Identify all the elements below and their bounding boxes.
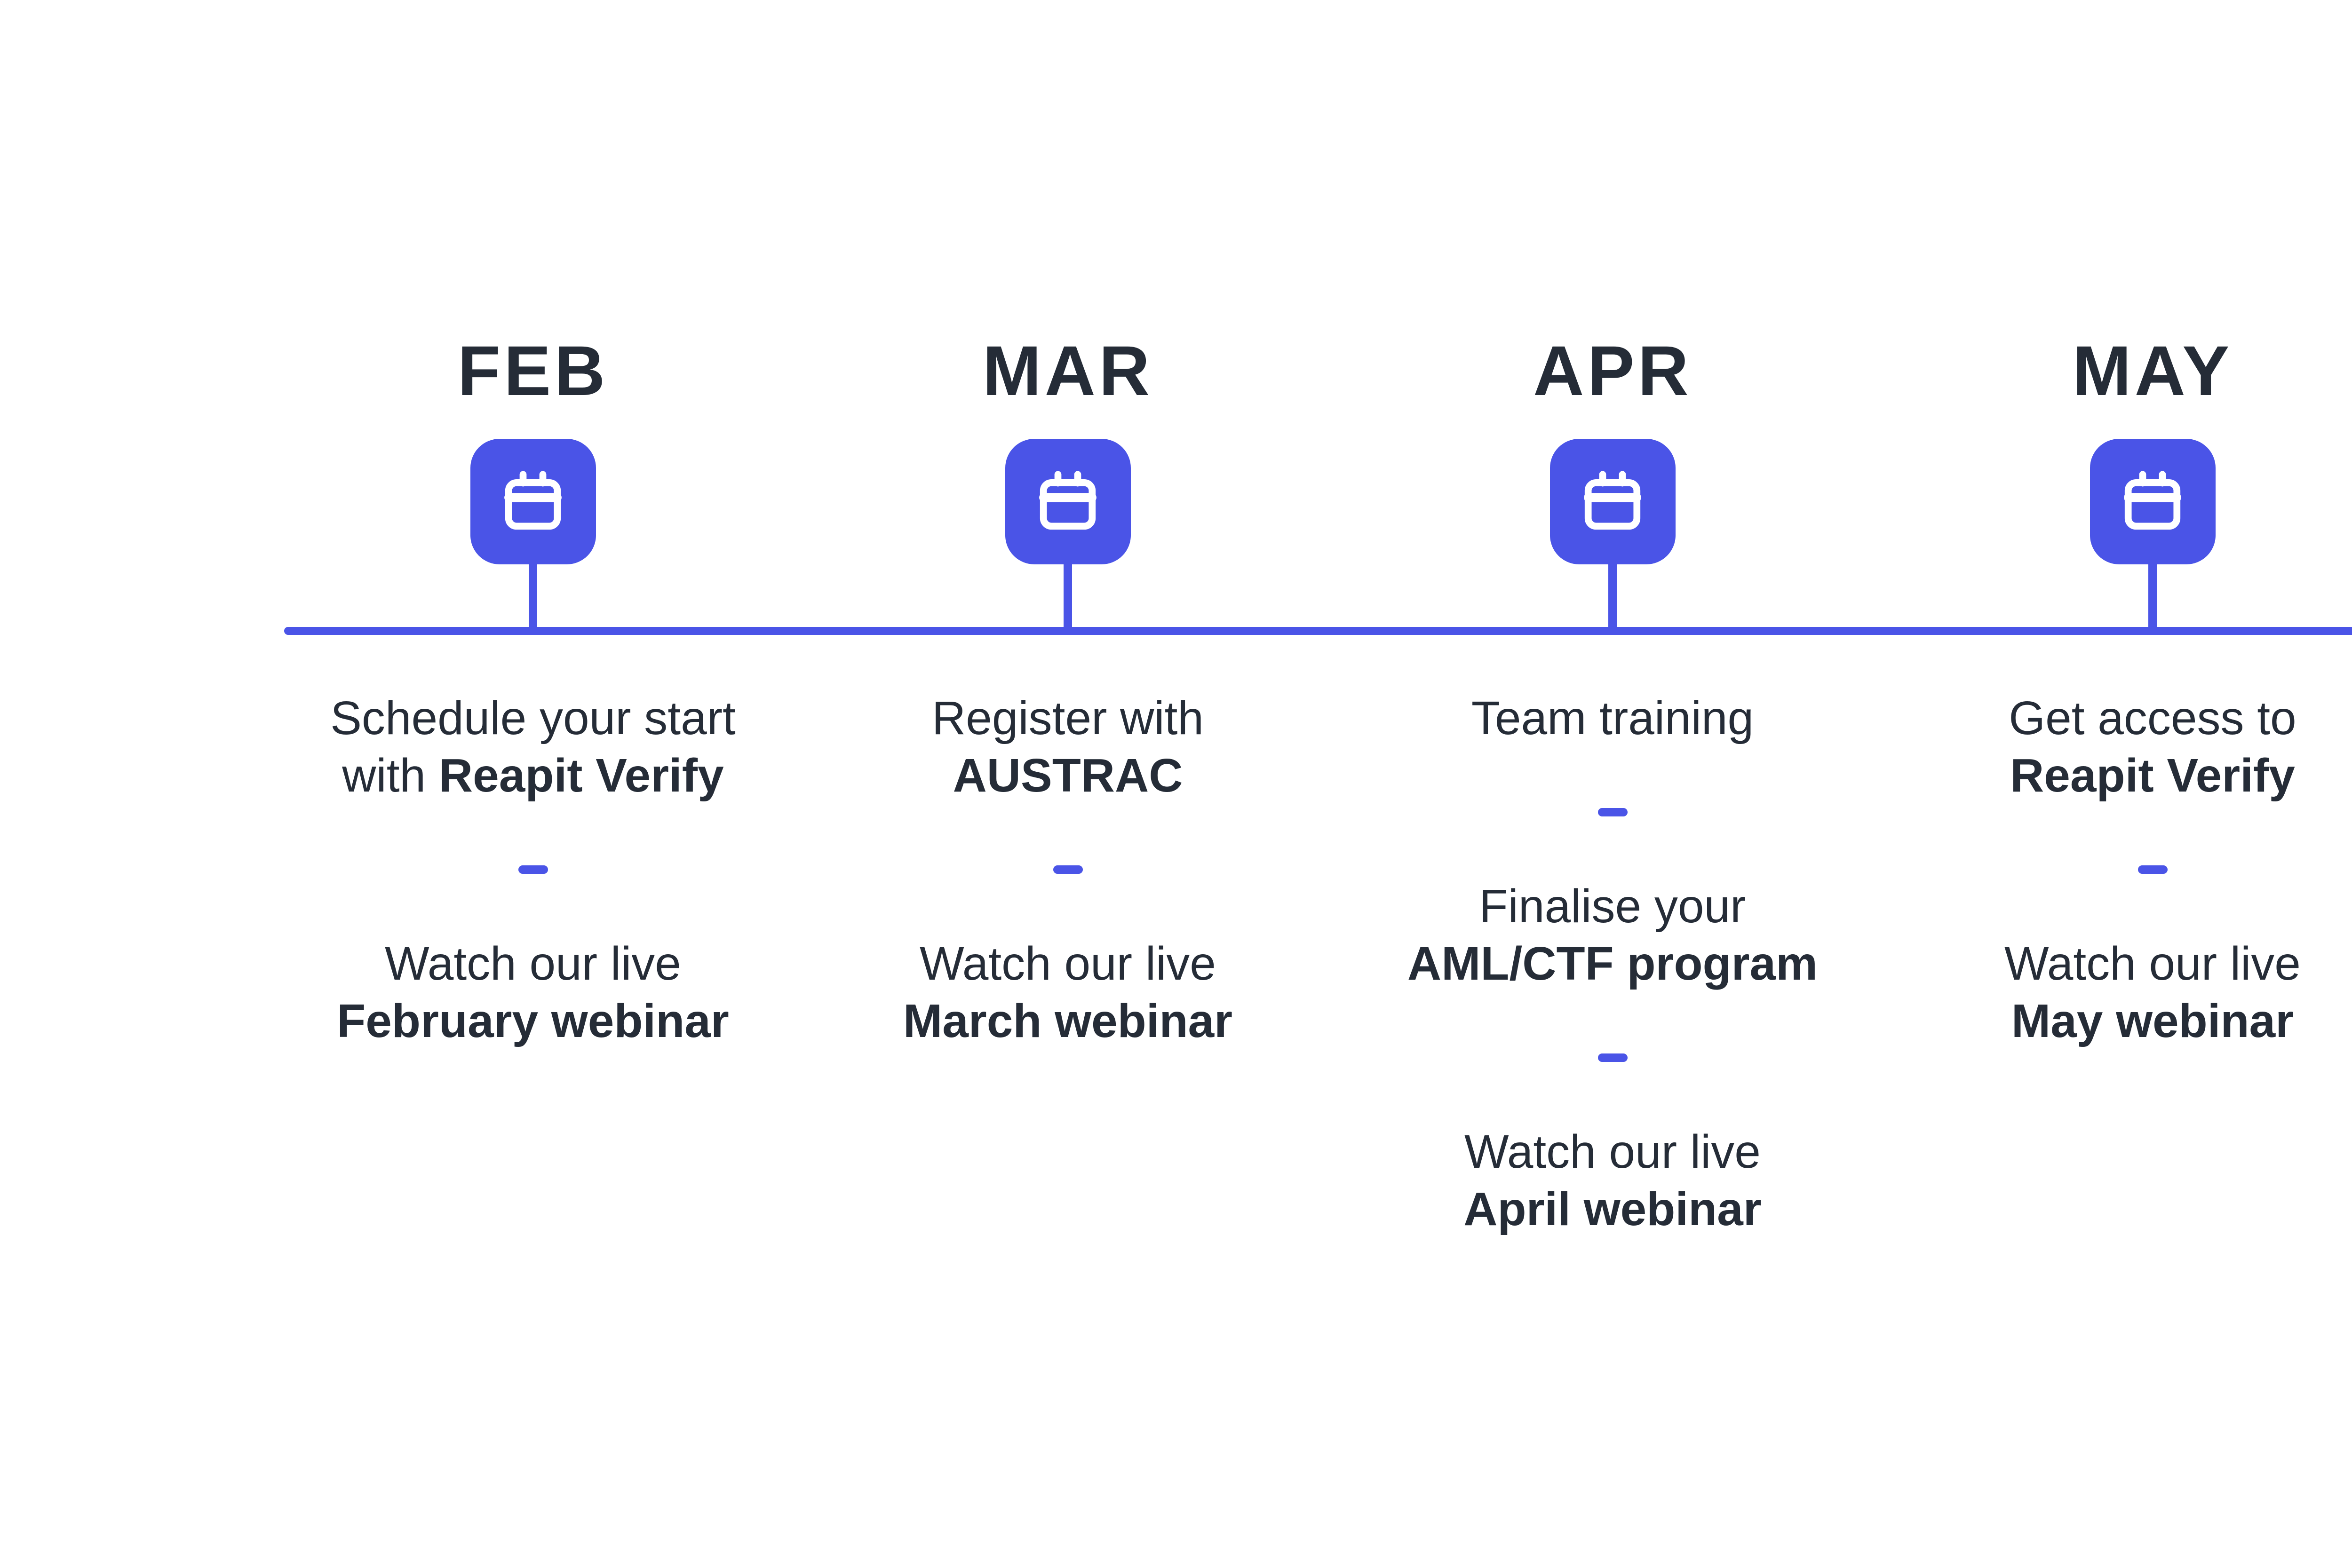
separator-dash: [1597, 808, 1628, 816]
calendar-glyph: [1039, 471, 1097, 530]
milestone-line: May webinar: [2011, 995, 2294, 1047]
milestone-line: with Reapit Verify: [342, 749, 724, 802]
calendar-icon: [1005, 439, 1131, 564]
calendar-icon: [2090, 439, 2216, 564]
month-label: APR: [1533, 331, 1692, 410]
milestone-line: Get access to: [2009, 692, 2296, 744]
month-label: MAR: [982, 331, 1153, 410]
timeline-axis: [284, 627, 2352, 635]
tick-connector: [1608, 564, 1617, 627]
milestone-line: February webinar: [337, 995, 729, 1047]
milestone-line: Watch our live: [920, 937, 1216, 990]
calendar-icon: [470, 439, 596, 564]
milestone-line: March webinar: [903, 995, 1233, 1047]
tick-connector: [2148, 564, 2157, 627]
calendar-glyph: [504, 471, 562, 530]
milestone-line: Finalise your: [1479, 880, 1746, 933]
month-label: MAY: [2072, 331, 2233, 410]
calendar-icon: [1549, 439, 1676, 564]
milestone-line: Watch our live: [1464, 1125, 1761, 1178]
milestone-line: Schedule your start: [330, 692, 736, 744]
month-label: FEB: [457, 331, 609, 410]
separator-dash: [1053, 865, 1083, 874]
separator-dash: [2137, 865, 2168, 874]
milestone-line: AUSTRAC: [953, 749, 1183, 802]
milestone-line: Register with: [932, 692, 1204, 744]
separator-dash: [1597, 1053, 1628, 1062]
milestone-line: Team training: [1471, 692, 1754, 744]
milestone-line: Watch our live: [385, 937, 681, 990]
calendar-glyph: [2124, 471, 2181, 530]
tick-connector: [1064, 564, 1072, 627]
milestone-line: Watch our live: [2004, 937, 2301, 990]
calendar-glyph: [1584, 471, 1641, 530]
milestone-line: AML/CTF program: [1407, 937, 1818, 990]
milestone-line: Reapit Verify: [2010, 749, 2295, 802]
milestone-line: April webinar: [1463, 1183, 1762, 1235]
tick-connector: [529, 564, 537, 627]
separator-dash: [518, 865, 548, 874]
milestone-text: Team training: [1340, 689, 1885, 747]
